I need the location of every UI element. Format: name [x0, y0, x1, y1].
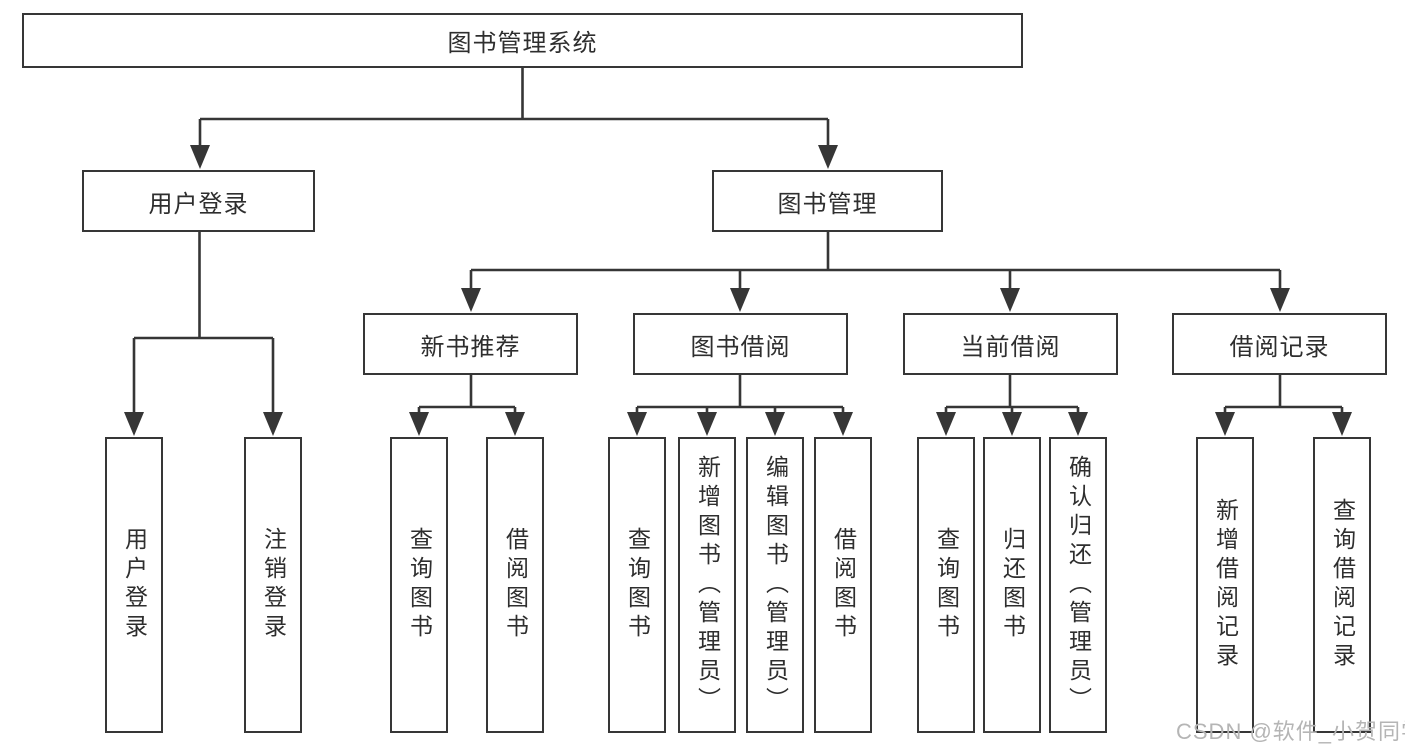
- leaf-query-books-recommend: 查询图书: [390, 437, 448, 733]
- node-label: 查询图书: [624, 527, 651, 643]
- node-label: 新书推荐: [420, 333, 521, 361]
- leaf-logout: 注销登录: [244, 437, 302, 733]
- leaf-query-borrow-record: 查询借阅记录: [1313, 437, 1371, 733]
- node-label: 确认归还（管理员）: [1065, 454, 1092, 716]
- node-label: 图书管理: [777, 190, 878, 218]
- node-label: 查询图书: [933, 527, 960, 643]
- leaf-borrow-books: 借阅图书: [814, 437, 872, 733]
- node-label: 用户登录: [148, 190, 249, 218]
- leaf-borrow-books-recommend: 借阅图书: [486, 437, 544, 733]
- leaf-query-books-current: 查询图书: [917, 437, 975, 733]
- leaf-user-login: 用户登录: [105, 437, 163, 733]
- node-label: 编辑图书（管理员）: [762, 454, 789, 716]
- node-label: 新增图书（管理员）: [694, 454, 721, 716]
- leaf-return-books: 归还图书: [983, 437, 1041, 733]
- node-label: 归还图书: [999, 527, 1026, 643]
- node-book-management-branch: 图书管理: [712, 170, 943, 232]
- leaf-query-books-borrowing: 查询图书: [608, 437, 666, 733]
- node-label: 用户登录: [121, 527, 148, 643]
- node-label: 图书借阅: [690, 333, 791, 361]
- node-borrowing-records: 借阅记录: [1172, 313, 1387, 375]
- node-label: 查询图书: [406, 527, 433, 643]
- node-label: 借阅图书: [502, 527, 529, 643]
- node-label: 图书管理系统: [447, 30, 598, 57]
- node-user-login-branch: 用户登录: [82, 170, 315, 232]
- node-label: 注销登录: [260, 527, 287, 643]
- node-label: 借阅记录: [1229, 333, 1330, 361]
- node-current-borrowing: 当前借阅: [903, 313, 1118, 375]
- leaf-add-books-admin: 新增图书（管理员）: [678, 437, 736, 733]
- arrowheads: [124, 145, 1352, 436]
- node-label: 当前借阅: [960, 333, 1061, 361]
- leaf-confirm-return-admin: 确认归还（管理员）: [1049, 437, 1107, 733]
- node-label: 查询借阅记录: [1329, 498, 1356, 672]
- leaf-add-borrow-record: 新增借阅记录: [1196, 437, 1254, 733]
- node-label: 借阅图书: [830, 527, 857, 643]
- csdn-watermark: CSDN @软件_小贺同学: [1176, 719, 1405, 744]
- node-library-management-system: 图书管理系统: [22, 13, 1023, 68]
- node-book-borrowing: 图书借阅: [633, 313, 848, 375]
- node-label: 新增借阅记录: [1212, 498, 1239, 672]
- leaf-edit-books-admin: 编辑图书（管理员）: [746, 437, 804, 733]
- node-new-book-recommend: 新书推荐: [363, 313, 578, 375]
